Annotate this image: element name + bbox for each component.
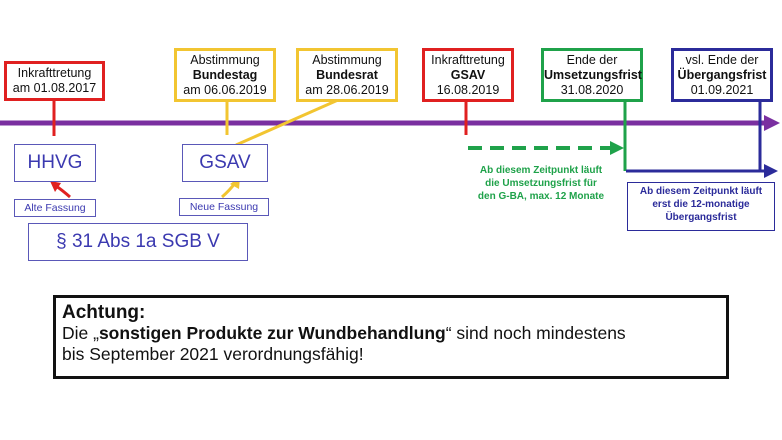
timeline-arrowhead (764, 115, 780, 131)
attention-pre: Die „ (62, 323, 99, 343)
navy-arrowhead (764, 164, 778, 178)
milestone-line2: am 28.06.2019 (305, 83, 389, 97)
note-line: Ab diesem Zeitpunkt läuft (639, 186, 763, 197)
hhvg-label: HHVG (27, 152, 83, 173)
hhvg-caption: Alte Fassung (14, 199, 96, 217)
hhvg-box: HHVG (14, 144, 96, 182)
dashed-arrowhead (610, 141, 624, 155)
milestone-line1: Inkrafttretung (17, 66, 92, 80)
attention-post: “ sind noch mindestens (445, 323, 626, 343)
milestone-gsav: Inkrafttretung GSAV 16.08.2019 (422, 48, 514, 102)
milestone-line2: 16.08.2019 (436, 83, 500, 97)
milestone-line2: am 06.06.2019 (183, 83, 267, 97)
milestone-line2: 31.08.2020 (560, 83, 624, 97)
attention-line2: bis September 2021 verordnungsfähig! (62, 344, 364, 364)
milestone-line1: Abstimmung (190, 53, 260, 67)
note-line: die Umsetzungsfrist für (485, 178, 597, 189)
milestone-bundesrat: Abstimmung Bundesrat am 28.06.2019 (296, 48, 398, 102)
milestone-bold: Bundesrat (316, 68, 378, 82)
gsav-label: GSAV (199, 152, 251, 173)
milestone-inkrafttretung-2017: Inkrafttretung am 01.08.2017 (4, 61, 105, 101)
milestone-uebergangsfrist: vsl. Ende der Übergangsfrist 01.09.2021 (671, 48, 773, 102)
note-line: Übergangsfrist (665, 212, 737, 223)
milestone-line2: am 01.08.2017 (12, 81, 97, 95)
milestone-bold: Übergangsfrist (677, 68, 767, 82)
note-line: Ab diesem Zeitpunkt läuft (479, 165, 603, 176)
note-uebergangsfrist: Ab diesem Zeitpunkt läuft erst die 12-mo… (627, 182, 775, 231)
milestone-line1: Abstimmung (312, 53, 382, 67)
milestone-bold: GSAV (450, 68, 486, 82)
red-arrowhead (50, 181, 61, 192)
note-line: erst die 12-monatige (652, 199, 750, 210)
milestone-line2: 01.09.2021 (690, 83, 754, 97)
milestone-bold: Bundestag (192, 68, 258, 82)
paragraph-box: § 31 Abs 1a SGB V (28, 223, 248, 261)
connector-bundesrat (235, 98, 339, 147)
red-curved-arrow (55, 184, 71, 199)
paragraph-label: § 31 Abs 1a SGB V (56, 231, 220, 252)
milestone-umsetzungsfrist: Ende der Umsetzungsfrist 31.08.2020 (541, 48, 643, 102)
milestone-line1: Inkrafttretung (431, 53, 505, 67)
attention-box: Achtung: Die „sonstigen Produkte zur Wun… (53, 295, 729, 379)
milestone-bold: Umsetzungsfrist (544, 68, 642, 82)
note-umsetzungsfrist: Ab diesem Zeitpunkt läuft die Umsetzungs… (462, 164, 620, 203)
milestone-line1: Ende der (566, 53, 618, 67)
milestone-bundestag: Abstimmung Bundestag am 06.06.2019 (174, 48, 276, 102)
attention-bold: sonstigen Produkte zur Wundbehandlung (98, 323, 446, 343)
milestone-line1: vsl. Ende der (685, 53, 759, 67)
gsav-caption: Neue Fassung (179, 198, 269, 216)
attention-title: Achtung: (62, 302, 146, 323)
note-line: den G-BA, max. 12 Monate (477, 191, 605, 202)
gsav-box: GSAV (182, 144, 268, 182)
attention-line1: Die „sonstigen Produkte zur Wundbehandlu… (62, 323, 720, 344)
